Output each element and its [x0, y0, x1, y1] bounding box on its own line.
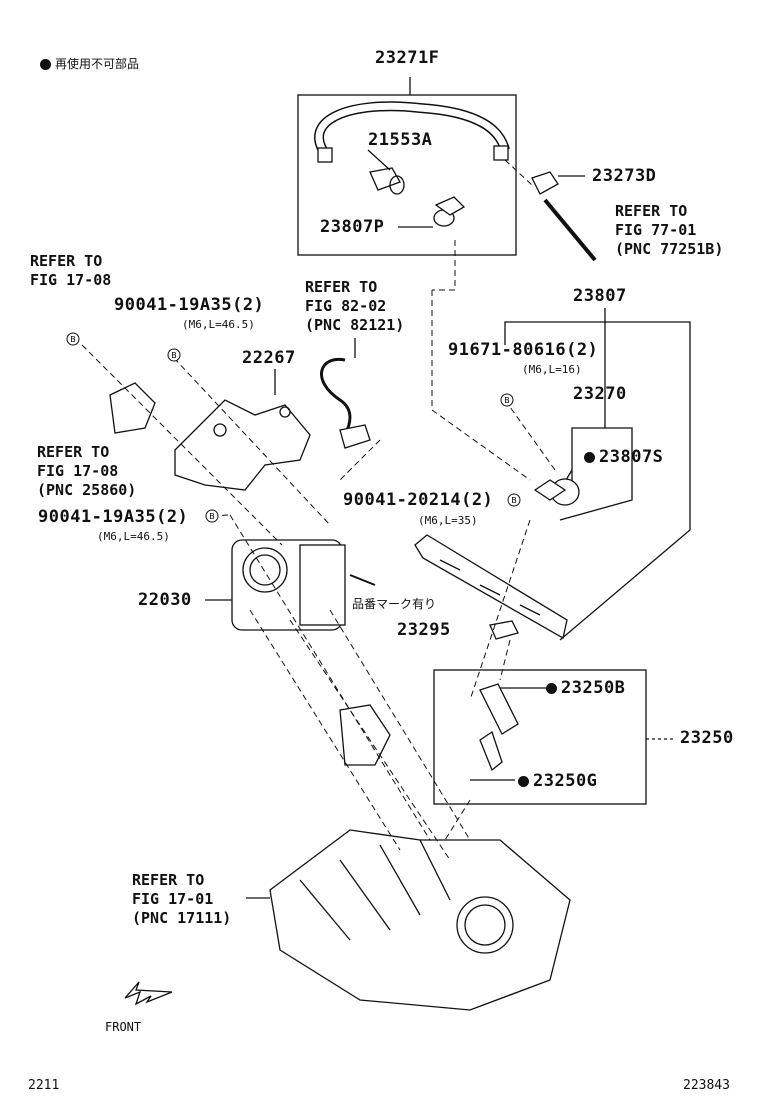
svg-text:B: B	[511, 496, 517, 505]
non-reusable-dot-icon	[584, 451, 595, 463]
connector-sensor	[109, 382, 156, 434]
non-reusable-dot-icon	[40, 59, 51, 70]
wire-harness	[320, 357, 352, 436]
spec-91671-80616: (M6,L=16)	[522, 363, 582, 376]
spec-90041-19A35-mid: (M6,L=46.5)	[97, 530, 170, 543]
non-reusable-dot-icon	[546, 682, 557, 694]
refer-fig-17-08-mid: REFER TO FIG 17-08 (PNC 25860)	[37, 443, 137, 499]
svg-text:B: B	[504, 396, 510, 405]
page-number: 2211	[28, 1078, 60, 1093]
quick-connector	[369, 167, 401, 191]
part-91671-80616: 91671-80616(2)	[448, 340, 599, 360]
bolt-symbols: B B B B B	[66, 332, 521, 523]
part-90041-19A35-mid: 90041-19A35(2)	[38, 507, 189, 527]
svg-text:B: B	[209, 512, 215, 521]
gasket	[339, 704, 391, 766]
spacer-23295	[489, 620, 519, 640]
part-23250: 23250	[680, 728, 734, 748]
part-90041-20214: 90041-20214(2)	[343, 490, 494, 510]
part-23250B: 23250B	[546, 680, 625, 697]
illustration-number: 223843	[683, 1078, 730, 1093]
part-23295: 23295	[397, 620, 451, 640]
fuel-injector	[479, 683, 519, 735]
front-label: FRONT	[105, 1020, 142, 1034]
hose-assembly-box	[297, 94, 517, 256]
svg-text:B: B	[70, 335, 76, 344]
intake-manifold	[269, 829, 571, 1011]
part-mark-note: 品番マーク有り	[352, 597, 437, 611]
legend: 再使用不可部品	[40, 58, 139, 70]
throttle-body	[231, 539, 346, 631]
part-23807S: 23807S	[584, 449, 663, 466]
part-22267: 22267	[242, 348, 296, 368]
part-21553A: 21553A	[368, 130, 433, 150]
refer-fig-17-08-top: REFER TO FIG 17-08	[30, 252, 112, 289]
part-23271F: 23271F	[375, 48, 440, 68]
part-23250G: 23250G	[518, 773, 597, 790]
refer-fig-77-01: REFER TO FIG 77-01 (PNC 77251B)	[615, 202, 724, 258]
spec-90041-19A35-top: (M6,L=46.5)	[182, 318, 255, 331]
part-90041-19A35-top: 90041-19A35(2)	[114, 295, 265, 315]
part-23270: 23270	[573, 384, 627, 404]
bracket-22267	[174, 399, 311, 491]
fuel-delivery-pipe	[414, 534, 568, 640]
part-22030: 22030	[138, 590, 192, 610]
part-23273D: 23273D	[592, 166, 657, 186]
refer-fig-17-01: REFER TO FIG 17-01 (PNC 17111)	[132, 871, 232, 927]
non-reusable-dot-icon	[518, 775, 529, 787]
spec-90041-20214: (M6,L=35)	[418, 514, 478, 527]
hose-connector-23273D	[531, 171, 559, 195]
part-23807: 23807	[573, 286, 627, 306]
injector-assembly-box	[433, 669, 647, 805]
refer-fig-82-02: REFER TO FIG 82-02 (PNC 82121)	[305, 278, 405, 334]
front-arrow-icon	[124, 981, 173, 1006]
svg-text:B: B	[171, 351, 177, 360]
part-23807P: 23807P	[320, 217, 385, 237]
